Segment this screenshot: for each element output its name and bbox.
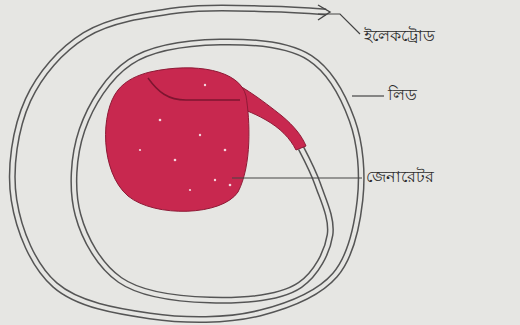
leader-line xyxy=(352,95,384,96)
generator xyxy=(106,68,306,211)
leader-lines xyxy=(232,14,384,178)
generator-body xyxy=(106,68,249,211)
part-label: জেনারেটর xyxy=(366,167,434,186)
electrode-tip xyxy=(318,5,330,20)
sparkles xyxy=(139,84,231,191)
leader-line xyxy=(232,177,362,178)
part-label: ইলেকট্রোড xyxy=(364,26,435,45)
lead-core xyxy=(12,8,361,320)
lead-outline xyxy=(12,8,361,320)
generator-seam xyxy=(148,78,240,100)
part-label: লিড xyxy=(388,85,417,104)
lead-wire xyxy=(12,5,361,320)
leader-line xyxy=(318,14,360,34)
